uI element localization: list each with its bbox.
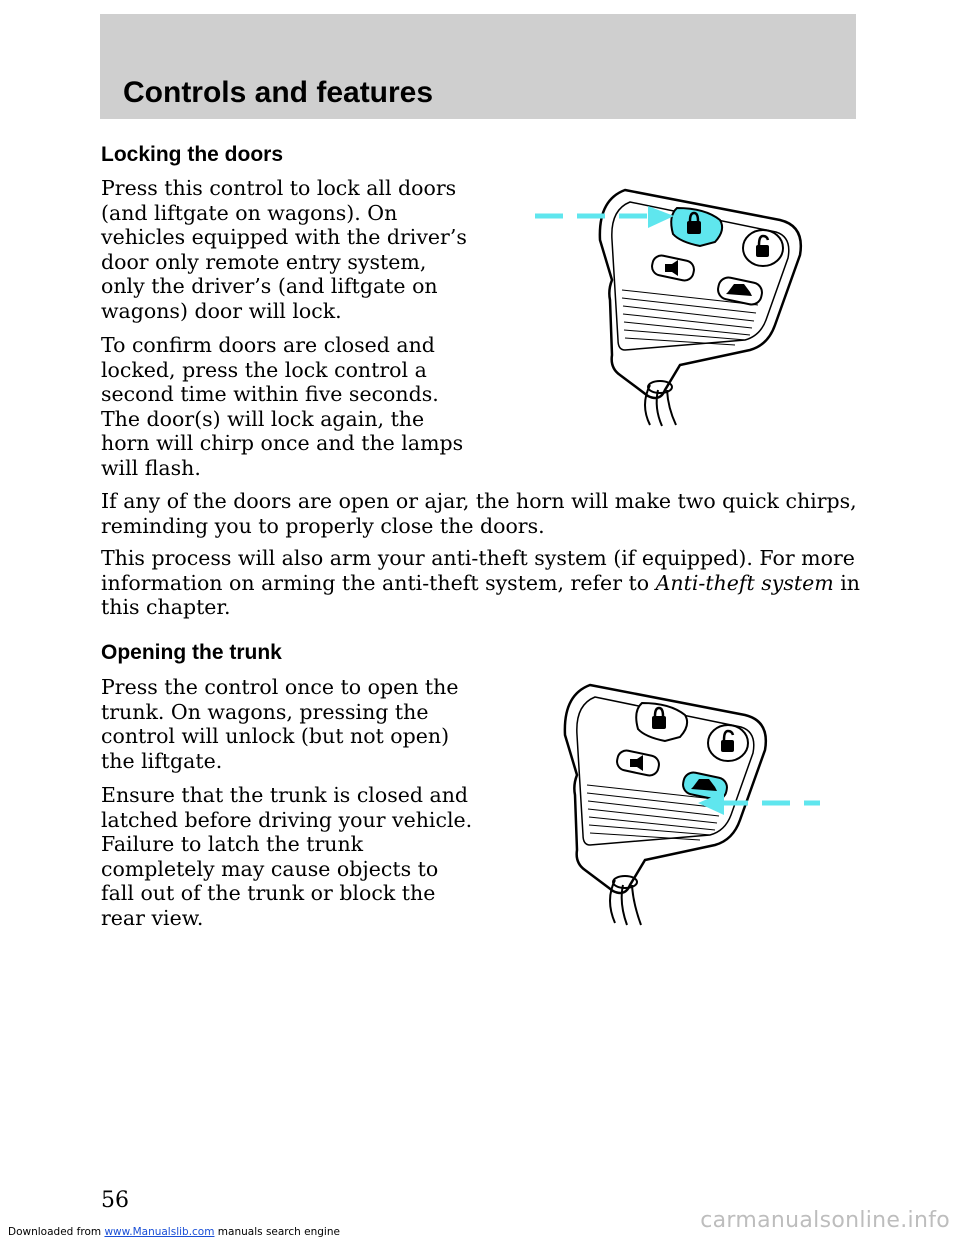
page-number: 56 bbox=[101, 1188, 129, 1213]
manualslib-link[interactable]: www.Manualslib.com bbox=[104, 1226, 215, 1238]
panic-button bbox=[651, 254, 695, 282]
keyfob-trunk-illustration bbox=[563, 683, 820, 926]
trunk-button bbox=[682, 771, 728, 801]
panic-button bbox=[616, 749, 660, 777]
keyfob-ring bbox=[609, 875, 642, 926]
heading-opening-trunk: Opening the trunk bbox=[101, 641, 282, 664]
paragraph-lock-control: Press this control to lock all doors (an… bbox=[101, 176, 467, 323]
keyfob-ring bbox=[644, 380, 677, 427]
paragraph-trunk-control: Press the control once to open the trunk… bbox=[101, 675, 459, 773]
lock-button bbox=[670, 206, 724, 248]
footer-prefix: Downloaded from bbox=[8, 1226, 105, 1238]
car-icon bbox=[691, 779, 717, 791]
paragraph-confirm-lock: To confirm doors are closed and locked, … bbox=[101, 333, 464, 480]
heading-locking-doors: Locking the doors bbox=[101, 143, 284, 166]
paragraph-latch-trunk: Ensure that the trunk is closed and latc… bbox=[101, 783, 473, 930]
lock-closed-icon bbox=[687, 211, 701, 234]
unlock-button bbox=[707, 724, 749, 762]
footer-suffix: manuals search engine bbox=[214, 1226, 340, 1238]
keyfob-lock-illustration bbox=[535, 188, 803, 427]
lock-open-icon bbox=[756, 234, 770, 257]
paragraph-antitheft: This process will also arm your anti-the… bbox=[101, 546, 861, 620]
lock-open-icon bbox=[721, 729, 735, 752]
car-icon bbox=[726, 284, 752, 296]
keyfob-grip-ridges bbox=[586, 784, 724, 841]
horn-icon bbox=[630, 755, 643, 771]
antitheft-text-after: in this chapter. bbox=[101, 570, 860, 620]
indicator-arrow bbox=[698, 792, 820, 815]
section-title: Controls and features bbox=[123, 76, 434, 109]
antitheft-text-before: This process will also arm your anti-the… bbox=[101, 546, 855, 595]
indicator-arrow bbox=[535, 206, 674, 228]
paragraph-doors-ajar: If any of the doors are open or ajar, th… bbox=[101, 489, 857, 538]
watermark: carmanualsonline.info bbox=[700, 1208, 950, 1233]
unlock-button bbox=[742, 229, 784, 267]
horn-icon bbox=[665, 260, 678, 276]
header-band bbox=[100, 14, 856, 119]
download-footer: Downloaded from www.Manualslib.com manua… bbox=[8, 1226, 340, 1238]
keyfob-grip-ridges bbox=[621, 289, 759, 346]
lock-closed-icon bbox=[652, 706, 666, 729]
lock-button bbox=[635, 701, 689, 743]
trunk-button bbox=[717, 276, 763, 306]
antitheft-reference: Anti-theft system bbox=[655, 570, 834, 595]
